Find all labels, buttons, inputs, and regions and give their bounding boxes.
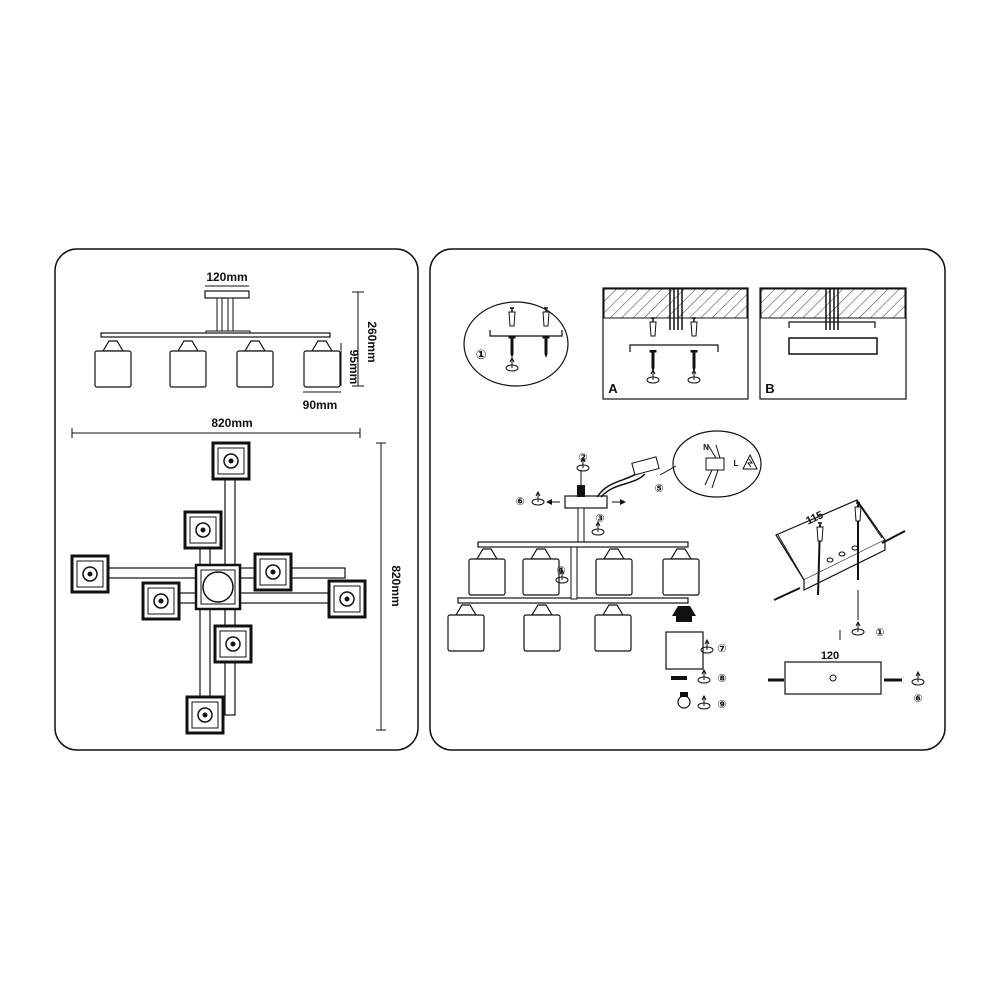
figure-b (759, 287, 907, 400)
figure-a (602, 287, 749, 400)
mounting-bracket (768, 499, 925, 695)
bracket-step1-number: ① (875, 627, 884, 639)
step4-number: ④ (556, 565, 565, 577)
assembly-diagram (447, 430, 762, 710)
side-view (94, 290, 341, 388)
step2-number: ② (578, 452, 587, 464)
bracket-step6-number: ⑥ (913, 693, 922, 705)
plan-view (70, 441, 367, 735)
span-width-label: 820mm (211, 416, 252, 430)
step1-number: ① (475, 347, 486, 362)
step9-number: ⑨ (717, 699, 726, 711)
canopy-width-label: 120mm (206, 270, 247, 284)
left-panel-frame (54, 248, 419, 751)
right-panel-frame (429, 248, 946, 751)
wiring-l-label: L (734, 459, 739, 468)
wiring-n-label: N (703, 443, 709, 452)
step8-number: ⑧ (717, 673, 726, 685)
step3-number: ③ (595, 513, 604, 525)
figure-a-label: A (608, 381, 618, 396)
figure-b-label: B (765, 381, 774, 396)
bracket-dim-120: 120 (821, 650, 839, 662)
step5-number: ⑤ (654, 483, 663, 495)
side-view-dimensions (205, 285, 364, 393)
step7-number: ⑦ (717, 643, 726, 655)
span-depth-label: 820mm (389, 565, 403, 606)
step6-number: ⑥ (515, 496, 524, 508)
height-label: 260mm (365, 321, 379, 362)
shade-height-label: 95mm (347, 350, 361, 385)
step1-oval (463, 301, 569, 387)
shade-width-label: 90mm (303, 398, 338, 412)
